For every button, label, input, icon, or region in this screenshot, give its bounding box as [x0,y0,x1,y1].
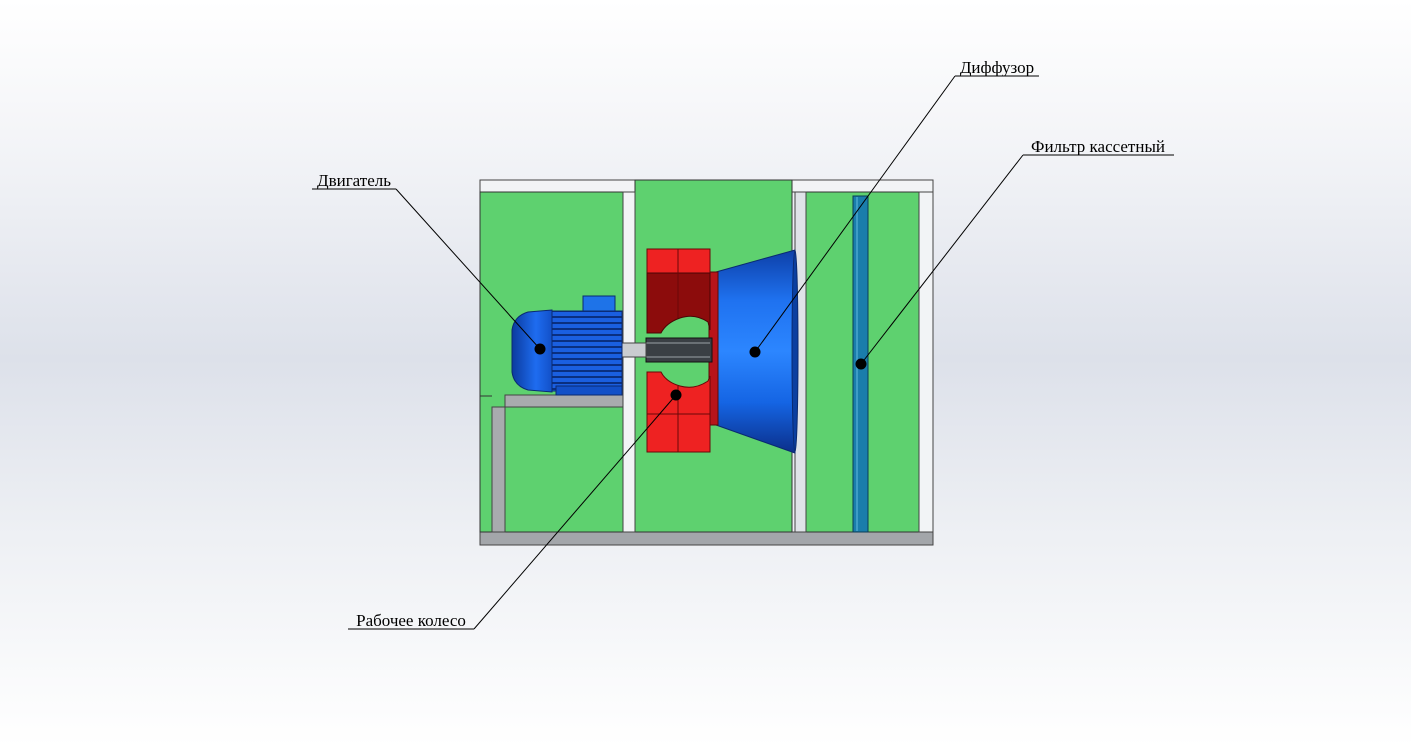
leader-line-diffuser [754,75,956,353]
diffuser-outlet [791,249,799,453]
base-support-left [491,406,506,533]
callout-impeller: Рабочее колесо [348,389,682,630]
terminal-box [582,295,616,314]
impeller [645,248,713,453]
leader-line-motor [395,188,541,350]
callout-label-motor: Двигатель [317,171,391,190]
motor [511,295,647,396]
right-wall [918,191,934,533]
motor-shaft [621,342,647,358]
motor-base-plate [504,394,624,408]
callout-dot-impeller [670,389,682,401]
motor-end-cap [511,309,553,393]
callout-dot-filter [855,358,867,370]
leader-line-impeller [473,394,677,630]
impeller-hub [645,337,713,363]
motor-foot [555,385,623,396]
leader-line-filter [860,154,1024,365]
callout-diffuser: Диффузор [749,58,1039,358]
callout-label-impeller: Рабочее колесо [356,611,466,630]
callout-label-filter: Фильтр кассетный [1031,137,1165,156]
motor-fins [551,310,623,392]
callout-dot-diffuser [749,346,761,358]
divider-left [622,191,636,533]
callout-label-diffuser: Диффузор [960,58,1034,77]
callout-dot-motor [534,343,546,355]
callout-filter: Фильтр кассетный [855,137,1174,370]
callout-motor: Двигатель [312,171,546,355]
